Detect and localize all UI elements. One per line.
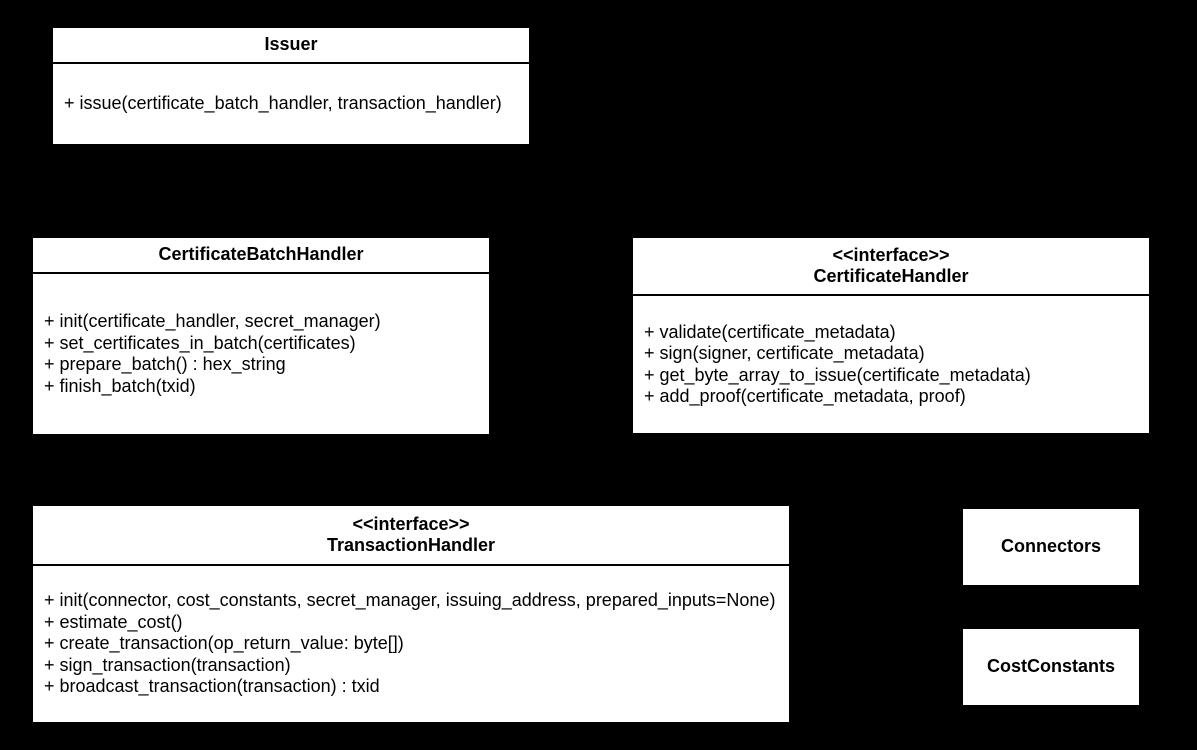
class-box-connectors: Connectors: [962, 508, 1140, 586]
method-item: + sign(signer, certificate_metadata): [644, 343, 925, 363]
class-header: CostConstants: [963, 629, 1139, 705]
class-title: CertificateHandler: [813, 266, 969, 286]
class-method-list: + init(certificate_handler, secret_manag…: [33, 274, 489, 434]
class-box-certificate-batch-handler: CertificateBatchHandler + init(certifica…: [32, 237, 490, 435]
method-item: + prepare_batch() : hex_string: [44, 354, 286, 374]
method-item: + set_certificates_in_batch(certificates…: [44, 332, 356, 353]
class-box-cost-constants: CostConstants: [962, 628, 1140, 706]
class-title: CertificateBatchHandler: [158, 244, 364, 265]
method-item: + finish_batch(txid): [44, 375, 196, 396]
class-box-issuer: Issuer + issue(certificate_batch_handler…: [52, 27, 530, 145]
method-item: + validate(certificate_metadata): [644, 321, 896, 342]
class-header: CertificateBatchHandler: [33, 238, 489, 274]
stereotype-label: <<interface>>: [832, 244, 950, 265]
class-header: Connectors: [963, 509, 1139, 585]
class-title: Connectors: [1000, 536, 1101, 557]
method-item: + create_transaction(op_return_value: by…: [44, 633, 404, 654]
class-title: Issuer: [264, 34, 318, 55]
method-item: + add_proof(certificate_metadata, proof): [644, 386, 966, 406]
class-method-list: + validate(certificate_metadata) + sign(…: [633, 296, 1149, 433]
method-item: + broadcast_transaction(transaction) : t…: [44, 676, 380, 697]
stereotype-label: <<interface>>: [352, 513, 470, 534]
method-item: + get_byte_array_to_issue(certificate_me…: [644, 364, 1031, 385]
class-title: CostConstants: [986, 656, 1115, 677]
class-header: <<interface>> TransactionHandler: [33, 506, 789, 566]
class-title: TransactionHandler: [326, 535, 496, 555]
method-item: + init(connector, cost_constants, secret…: [44, 590, 776, 611]
class-box-certificate-handler: <<interface>> CertificateHandler + valid…: [632, 237, 1150, 434]
class-header: Issuer: [53, 28, 529, 64]
method-item: + estimate_cost(): [44, 611, 183, 632]
class-box-transaction-handler: <<interface>> TransactionHandler + init(…: [32, 505, 790, 723]
class-method-list: + init(connector, cost_constants, secret…: [33, 566, 789, 722]
method-item: + init(certificate_handler, secret_manag…: [44, 311, 381, 331]
method-item: + sign_transaction(transaction): [44, 654, 291, 675]
method-item: + issue(certificate_batch_handler, trans…: [64, 93, 502, 114]
class-header: <<interface>> CertificateHandler: [633, 238, 1149, 296]
class-method-list: + issue(certificate_batch_handler, trans…: [53, 64, 529, 144]
